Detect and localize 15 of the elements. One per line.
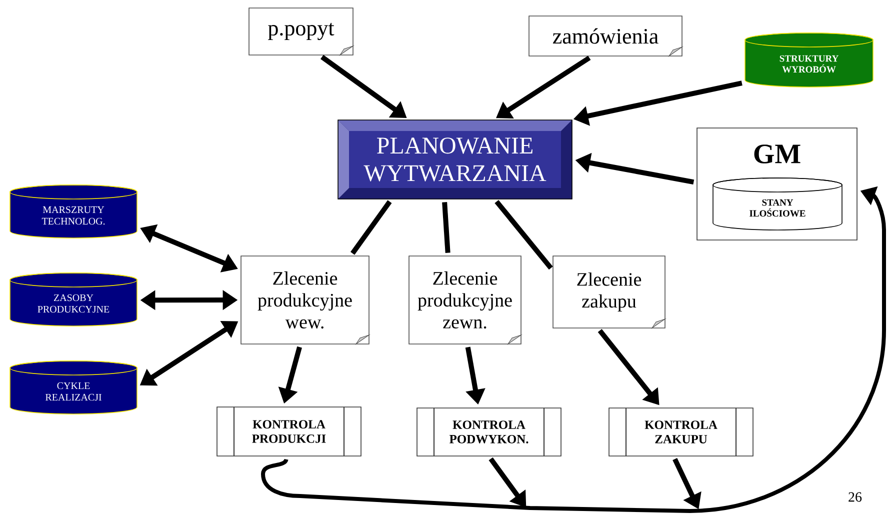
process-box: PLANOWANIE WYTWARZANIA	[338, 120, 572, 200]
database-cylinder: CYKLE REALIZACJI	[10, 360, 138, 414]
process-box: KONTROLA PODWYKON.	[416, 408, 562, 456]
note-box: p.popyt	[248, 8, 354, 56]
page-number: 26	[848, 492, 862, 502]
note-box: Zlecenie produkcyjne wew.	[240, 256, 370, 344]
note-box: zamówienia	[528, 16, 682, 56]
database-cylinder: MARSZRUTY TECHNOLOG.	[10, 184, 138, 238]
database-cylinder: ZASOBY PRODUKCYJNE	[10, 272, 138, 326]
note-box: Zlecenie zakupu	[552, 256, 666, 328]
database-cylinder: STRUKTURY WYROBÓW	[744, 32, 874, 88]
process-box: KONTROLA PRODUKCJI	[216, 406, 362, 456]
process-box: KONTROLA ZAKUPU	[608, 408, 754, 456]
note-box: Zlecenie produkcyjne zewn.	[408, 256, 522, 344]
database-cylinder: STANY ILOŚCIOWE	[712, 178, 842, 230]
